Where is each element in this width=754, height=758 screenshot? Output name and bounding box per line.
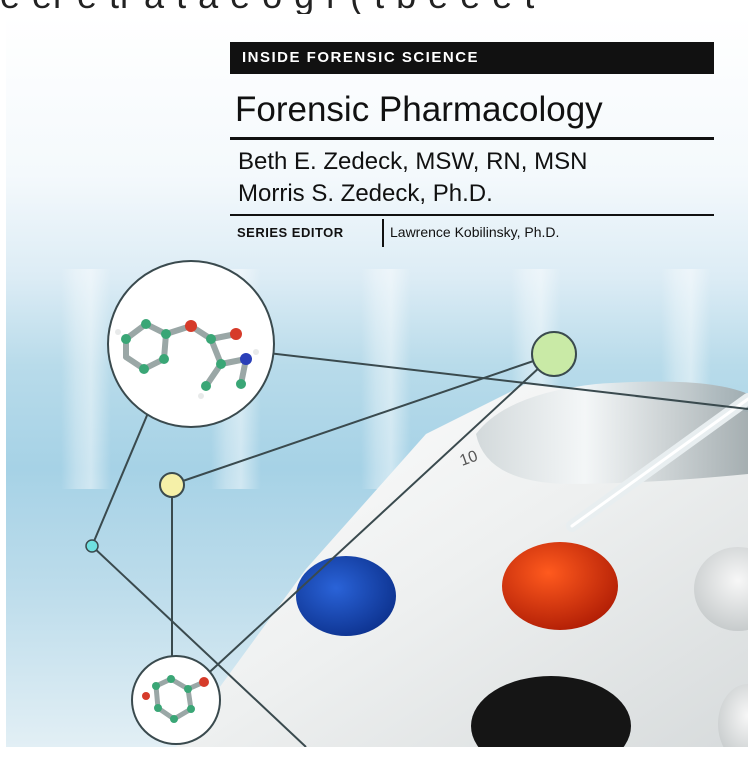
series-editor-name: Lawrence Kobilinsky, Ph.D. — [390, 224, 560, 240]
series-label: INSIDE FORENSIC SCIENCE — [242, 49, 480, 66]
author-rule — [230, 214, 714, 216]
author-1: Beth E. Zedeck, MSW, RN, MSN — [238, 148, 588, 175]
cyan-node — [85, 539, 99, 553]
cropped-top-text: e er e tr a t a e o g r ( t b e e e t — [0, 0, 754, 16]
connector-line — [200, 353, 555, 681]
red-sample-spot — [502, 542, 618, 630]
beaker — [476, 381, 748, 484]
green-node — [531, 331, 577, 377]
beaker-mark: 10 — [458, 448, 481, 470]
author-2: Morris S. Zedeck, Ph.D. — [238, 180, 493, 207]
molecule-circle-small — [131, 655, 221, 745]
connector-line — [190, 343, 748, 410]
title-rule — [230, 137, 714, 140]
empty-well-lower — [718, 684, 748, 747]
book-cover: 10 — [6, 14, 748, 747]
editor-divider — [382, 219, 384, 247]
molecule-circle-large — [107, 260, 275, 428]
yellow-node — [159, 472, 185, 498]
series-editor-label: SERIES EDITOR — [237, 225, 344, 240]
connector-line — [91, 393, 157, 547]
series-banner: INSIDE FORENSIC SCIENCE — [230, 42, 714, 74]
blue-sample-spot — [296, 556, 396, 636]
black-sample-spot — [471, 676, 631, 747]
book-title: Forensic Pharmacology — [235, 90, 603, 129]
cover-illustration: 10 — [85, 260, 748, 747]
empty-well — [694, 547, 748, 631]
connector-line — [91, 545, 307, 747]
connector-line — [173, 353, 555, 485]
